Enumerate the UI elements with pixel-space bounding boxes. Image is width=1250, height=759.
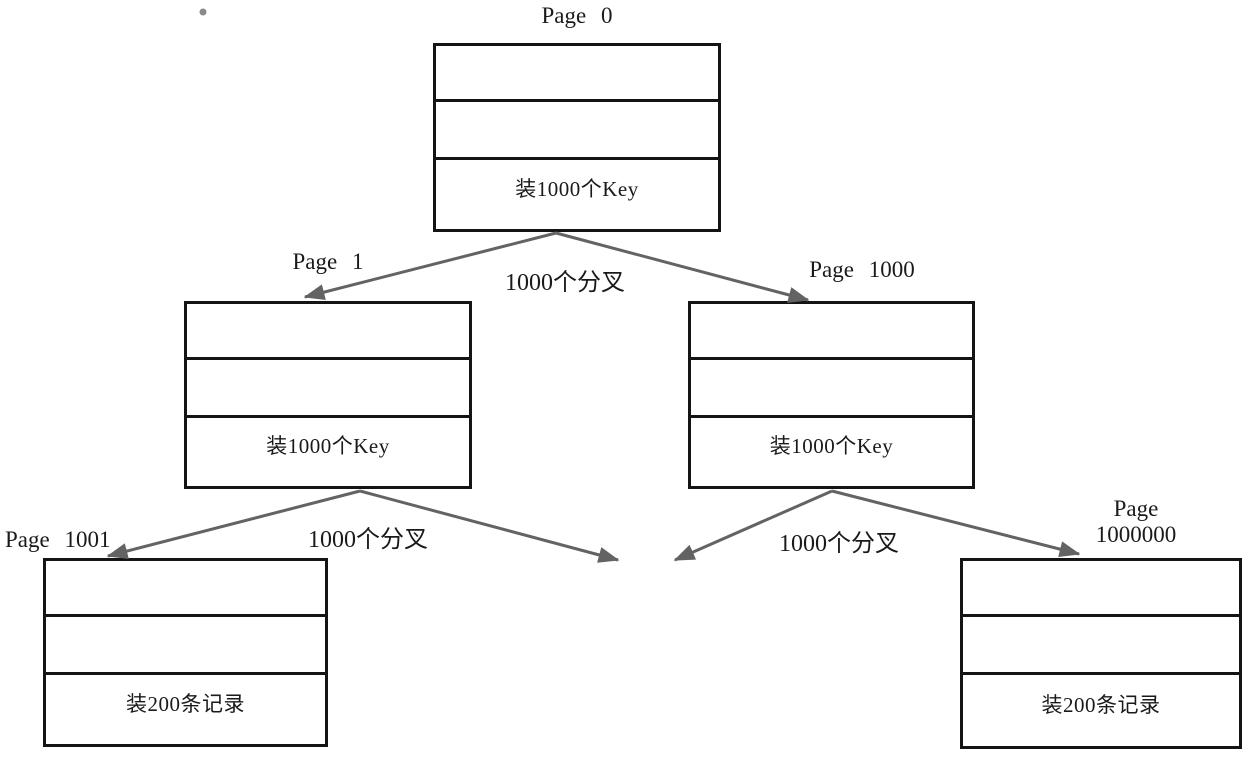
- box-row-content: 装1000个Key: [266, 434, 390, 458]
- node-box-page1: 装1000个Key: [184, 301, 472, 489]
- node-label-page1: Page 1: [292, 249, 364, 274]
- node-label-page1000000: Page 1000000: [1095, 496, 1177, 547]
- box-row-content: 装200条记录: [126, 691, 245, 716]
- edge-label-branches-bottom-right: 1000个分叉: [779, 531, 899, 557]
- box-row-empty: [436, 46, 718, 102]
- box-row-empty: [187, 304, 469, 360]
- node-box-page1000: 装1000个Key: [688, 301, 975, 489]
- box-row-empty: [963, 561, 1239, 617]
- box-row-empty: [187, 360, 469, 418]
- edge-label-branches-top: 1000个分叉: [505, 270, 625, 296]
- box-row-content: 装200条记录: [1041, 692, 1161, 717]
- node-box-page0: 装1000个Key: [433, 43, 721, 232]
- box-row-empty: [436, 102, 718, 160]
- box-row-empty: [46, 617, 325, 675]
- stray-dot: [199, 8, 207, 16]
- node-box-page1000000: 装200条记录: [960, 558, 1242, 749]
- box-row-empty: [963, 617, 1239, 675]
- node-label-page1000: Page 1000: [809, 257, 915, 282]
- edge-label-branches-bottom-left: 1000个分叉: [308, 527, 428, 553]
- box-row-content: 装1000个Key: [769, 434, 894, 458]
- box-row-empty: [691, 304, 972, 360]
- box-row-empty: [46, 561, 325, 617]
- box-row-empty: [691, 360, 972, 418]
- node-box-page1001: 装200条记录: [43, 558, 328, 747]
- node-label-page0: Page 0: [541, 3, 613, 28]
- node-label-page1001: Page 1001: [5, 527, 111, 552]
- box-row-content: 装1000个Key: [515, 176, 639, 201]
